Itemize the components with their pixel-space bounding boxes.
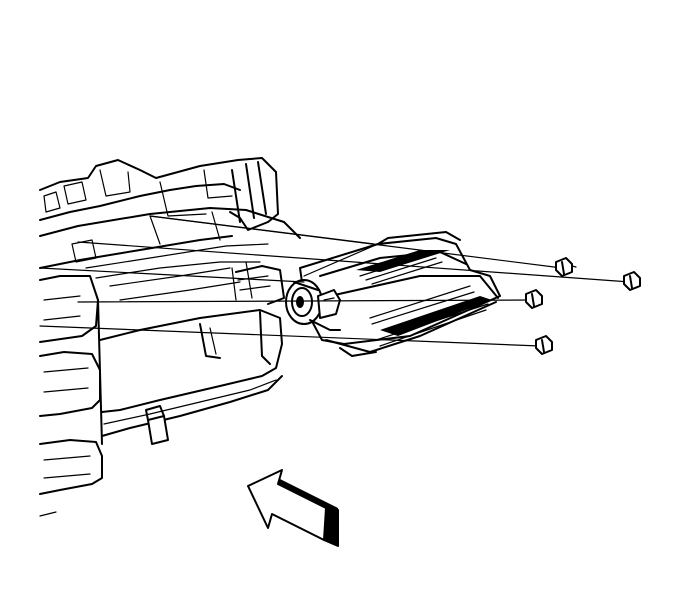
- housing: [39, 157, 301, 517]
- fastener-1: [555, 257, 577, 277]
- fastener-3: [525, 289, 543, 309]
- fastener-2: [623, 271, 641, 291]
- mounting-boss: [285, 279, 341, 331]
- alignment-lines: [39, 215, 631, 347]
- fastener-4: [535, 335, 553, 355]
- direction-arrow: [247, 469, 339, 547]
- module: [285, 231, 501, 357]
